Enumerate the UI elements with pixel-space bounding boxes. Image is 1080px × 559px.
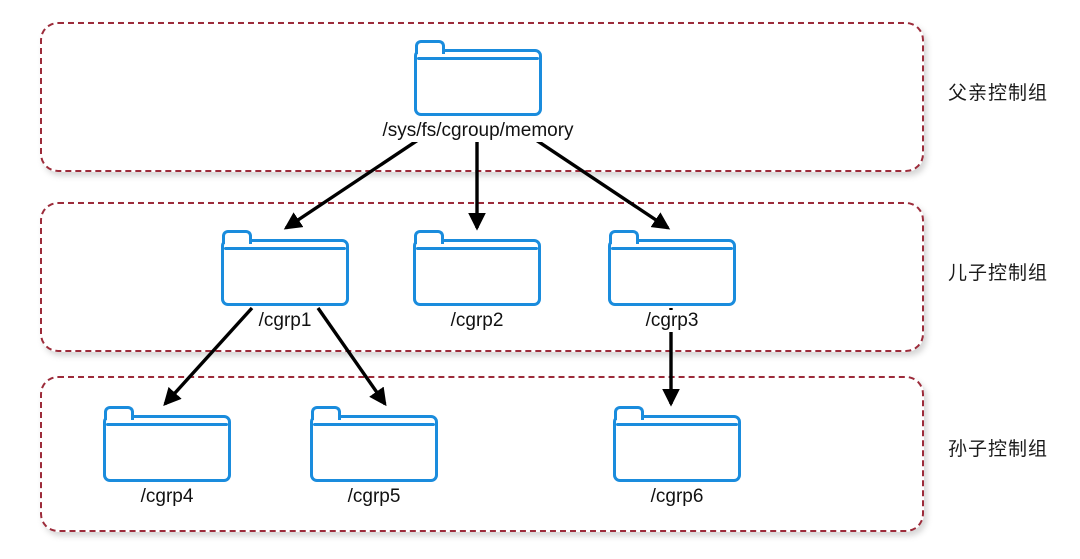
folder-icon [613, 406, 741, 482]
folder-icon [221, 230, 349, 306]
group-caption-parent: 父亲控制组 [948, 82, 1049, 104]
node-label-cgrp1: /cgrp1 [255, 310, 315, 332]
group-caption-grandchild: 孙子控制组 [948, 438, 1049, 460]
group-box-child [40, 202, 924, 352]
node-label-root: /sys/fs/cgroup/memory [379, 120, 577, 142]
folder-icon [310, 406, 438, 482]
node-label-cgrp6: /cgrp6 [647, 486, 707, 508]
node-label-cgrp5: /cgrp5 [344, 486, 404, 508]
folder-icon [413, 230, 541, 306]
group-box-parent [40, 22, 924, 172]
folder-body-icon [413, 239, 541, 306]
folder-lip-icon [416, 247, 538, 250]
node-cgrp3[interactable]: /cgrp3 [608, 230, 736, 332]
group-box-grandchild [40, 376, 924, 532]
folder-body-icon [310, 415, 438, 482]
folder-tab-icon [222, 230, 252, 244]
folder-lip-icon [417, 57, 539, 60]
folder-lip-icon [313, 423, 435, 426]
folder-body-icon [608, 239, 736, 306]
folder-body-icon [221, 239, 349, 306]
folder-lip-icon [611, 247, 733, 250]
folder-lip-icon [106, 423, 228, 426]
folder-body-icon [613, 415, 741, 482]
group-caption-child: 儿子控制组 [948, 262, 1049, 284]
folder-icon [103, 406, 231, 482]
node-label-cgrp2: /cgrp2 [447, 310, 507, 332]
node-cgrp5[interactable]: /cgrp5 [310, 406, 438, 508]
folder-icon [414, 40, 542, 116]
node-cgrp2[interactable]: /cgrp2 [413, 230, 541, 332]
folder-tab-icon [415, 40, 445, 54]
folder-tab-icon [609, 230, 639, 244]
folder-tab-icon [414, 230, 444, 244]
folder-lip-icon [224, 247, 346, 250]
node-label-cgrp4: /cgrp4 [137, 486, 197, 508]
folder-tab-icon [104, 406, 134, 420]
folder-tab-icon [614, 406, 644, 420]
node-cgrp1[interactable]: /cgrp1 [221, 230, 349, 332]
folder-body-icon [414, 49, 542, 116]
folder-body-icon [103, 415, 231, 482]
folder-lip-icon [616, 423, 738, 426]
node-root[interactable]: /sys/fs/cgroup/memory [379, 40, 577, 142]
node-cgrp4[interactable]: /cgrp4 [103, 406, 231, 508]
folder-icon [608, 230, 736, 306]
node-cgrp6[interactable]: /cgrp6 [613, 406, 741, 508]
folder-tab-icon [311, 406, 341, 420]
node-label-cgrp3: /cgrp3 [642, 310, 702, 332]
